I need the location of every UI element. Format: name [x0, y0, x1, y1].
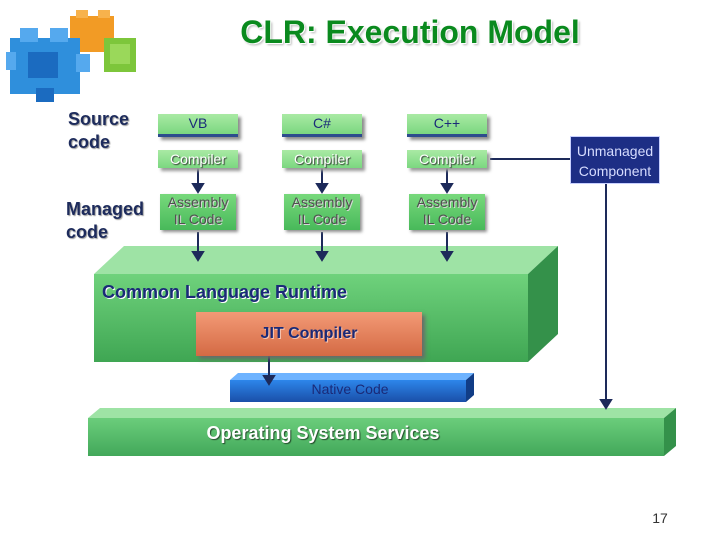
arrow-cpp-compiler-head [440, 183, 454, 194]
native-code-side [466, 373, 474, 402]
assembly-box-vb: Assembly IL Code [160, 194, 236, 230]
jit-compiler-box [196, 312, 422, 356]
slide-title: CLR: Execution Model [240, 14, 580, 50]
native-code-top [230, 373, 474, 380]
native-code-front [230, 380, 466, 402]
puzzle-cubes-icon [6, 10, 136, 102]
arrow-cs-assembly-head [315, 251, 329, 262]
assembly-box-cpp-line-1: Assembly [416, 194, 478, 210]
clr-label: Common Language Runtime [102, 282, 348, 302]
assembly-box-cs-line-2: IL Code [297, 211, 347, 227]
assembly-box-vb-line-2: IL Code [173, 211, 223, 227]
unmanaged-component-box: Unmanaged Component [570, 136, 660, 184]
managed-code-label: Managed code [66, 198, 144, 244]
arrow-unmanaged-os-head [599, 399, 613, 410]
assembly-box-cpp: Assembly IL Code [409, 194, 485, 230]
arrow-jit-native-head [262, 375, 276, 386]
os-block-front [88, 418, 664, 456]
clr-block-top [94, 246, 558, 274]
native-code-label: Native Code [311, 381, 389, 397]
jit-compiler-label: JIT Compiler [260, 325, 358, 342]
source-code-label: Source code [68, 108, 129, 154]
compiler-box-cpp: Compiler [407, 150, 487, 168]
os-block-top [88, 408, 676, 418]
assembly-box-cs-line-1: Assembly [291, 194, 353, 210]
assembly-box-vb-line-1: Assembly [167, 194, 229, 210]
source-box-vb: VB [158, 114, 238, 137]
managed-code-label-line-1: Managed [66, 199, 145, 219]
unmanaged-component-line-1: Unmanaged [576, 143, 654, 159]
assembly-box-cpp-line-2: IL Code [422, 211, 472, 227]
source-code-label-line-2: code [68, 132, 111, 152]
arrow-cs-compiler-head [315, 183, 329, 194]
compiler-box-cs: Compiler [282, 150, 362, 168]
arrow-vb-compiler-head [191, 183, 205, 194]
source-box-cs: C# [282, 114, 362, 137]
source-box-cpp: C++ [407, 114, 487, 137]
clr-block-side [528, 246, 558, 362]
assembly-box-cs: Assembly IL Code [284, 194, 360, 230]
os-services-label: Operating System Services [206, 423, 440, 443]
os-block-side [664, 408, 676, 456]
unmanaged-component-line-2: Component [578, 163, 652, 179]
arrow-cpp-assembly-head [440, 251, 454, 262]
arrow-vb-assembly-head [191, 251, 205, 262]
managed-code-label-line-2: code [66, 222, 109, 242]
compiler-box-vb: Compiler [158, 150, 238, 168]
page-number: 17 [652, 510, 668, 526]
source-code-label-line-1: Source [68, 109, 130, 129]
